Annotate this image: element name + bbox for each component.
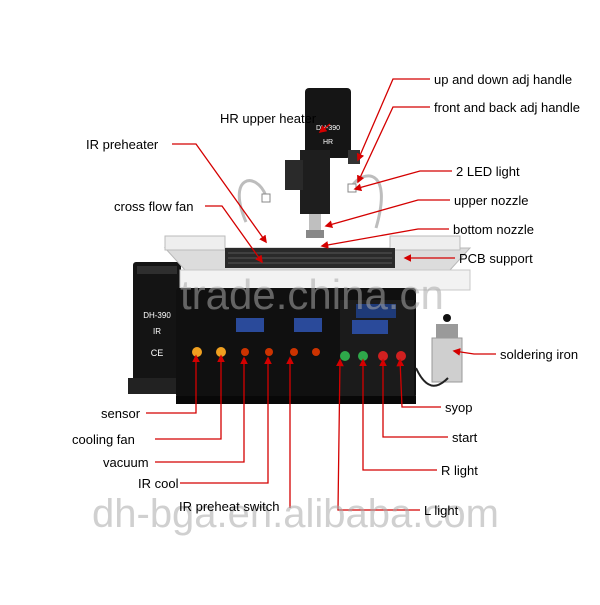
label-cooling-fan: cooling fan [72, 432, 135, 447]
arrow-cooling-fan [155, 354, 225, 440]
pcb-frame [163, 235, 472, 291]
arrow-hr-upper-heater [318, 123, 331, 133]
arrow-cross-flow-fan [205, 205, 263, 264]
hr-upper-heater-unit: DH-390 HR [285, 88, 360, 238]
label-hr-upper-heater: HR upper heater [220, 111, 317, 126]
arrow-l-light [336, 358, 420, 511]
label-syop: syop [445, 400, 473, 415]
label-front-back-handle: front and back adj handle [434, 100, 580, 115]
preheater-code-print: IR [153, 327, 161, 336]
arrow-start [379, 358, 448, 438]
label-ir-preheater: IR preheater [86, 137, 159, 152]
control-body [176, 288, 416, 404]
label-up-down-handle: up and down adj handle [434, 72, 573, 87]
label-l-light: L light [424, 503, 459, 518]
ir-preheater-unit: DH-390 IR CE [128, 262, 186, 394]
label-start: start [452, 430, 478, 445]
arrow-ir-preheater [172, 143, 267, 244]
label-ir-preheat-switch: IR preheat switch [179, 499, 280, 514]
arrow-vacuum [155, 356, 248, 463]
label-soldering-iron: soldering iron [500, 347, 579, 362]
arrow-up-down-handle [356, 78, 430, 162]
label-r-light: R light [441, 463, 478, 478]
label-bottom-nozzle: bottom nozzle [453, 222, 534, 237]
arrow-r-light [359, 358, 437, 471]
label-cross-flow-fan: cross flow fan [114, 199, 194, 214]
arrow-soldering-iron [452, 348, 496, 356]
arrow-led-light [353, 170, 452, 192]
arrow-ir-cool [180, 356, 272, 484]
arrow-sensor [146, 354, 200, 414]
arrow-syop [396, 358, 441, 408]
soldering-iron-stand [415, 314, 463, 387]
label-vacuum: vacuum [103, 455, 149, 470]
arrow-front-back-handle [357, 106, 430, 184]
watermark-bottom: dh-bga.en.alibaba.com [92, 492, 499, 536]
preheater-model-print: DH-390 [143, 311, 171, 320]
callout-arrows [146, 78, 496, 511]
label-led-light: 2 LED light [456, 164, 520, 179]
heater-model-print: DH-390 [316, 125, 340, 132]
arrow-bottom-nozzle [320, 228, 449, 249]
ce-mark: CE [151, 348, 164, 358]
label-ir-cool: IR cool [138, 476, 179, 491]
label-pcb-support: PCB support [459, 251, 533, 266]
label-upper-nozzle: upper nozzle [454, 193, 529, 208]
heater-code-print: HR [323, 139, 333, 146]
label-sensor: sensor [101, 406, 141, 421]
watermark-center: trade.china.cn [180, 271, 444, 318]
arrow-upper-nozzle [324, 199, 450, 229]
